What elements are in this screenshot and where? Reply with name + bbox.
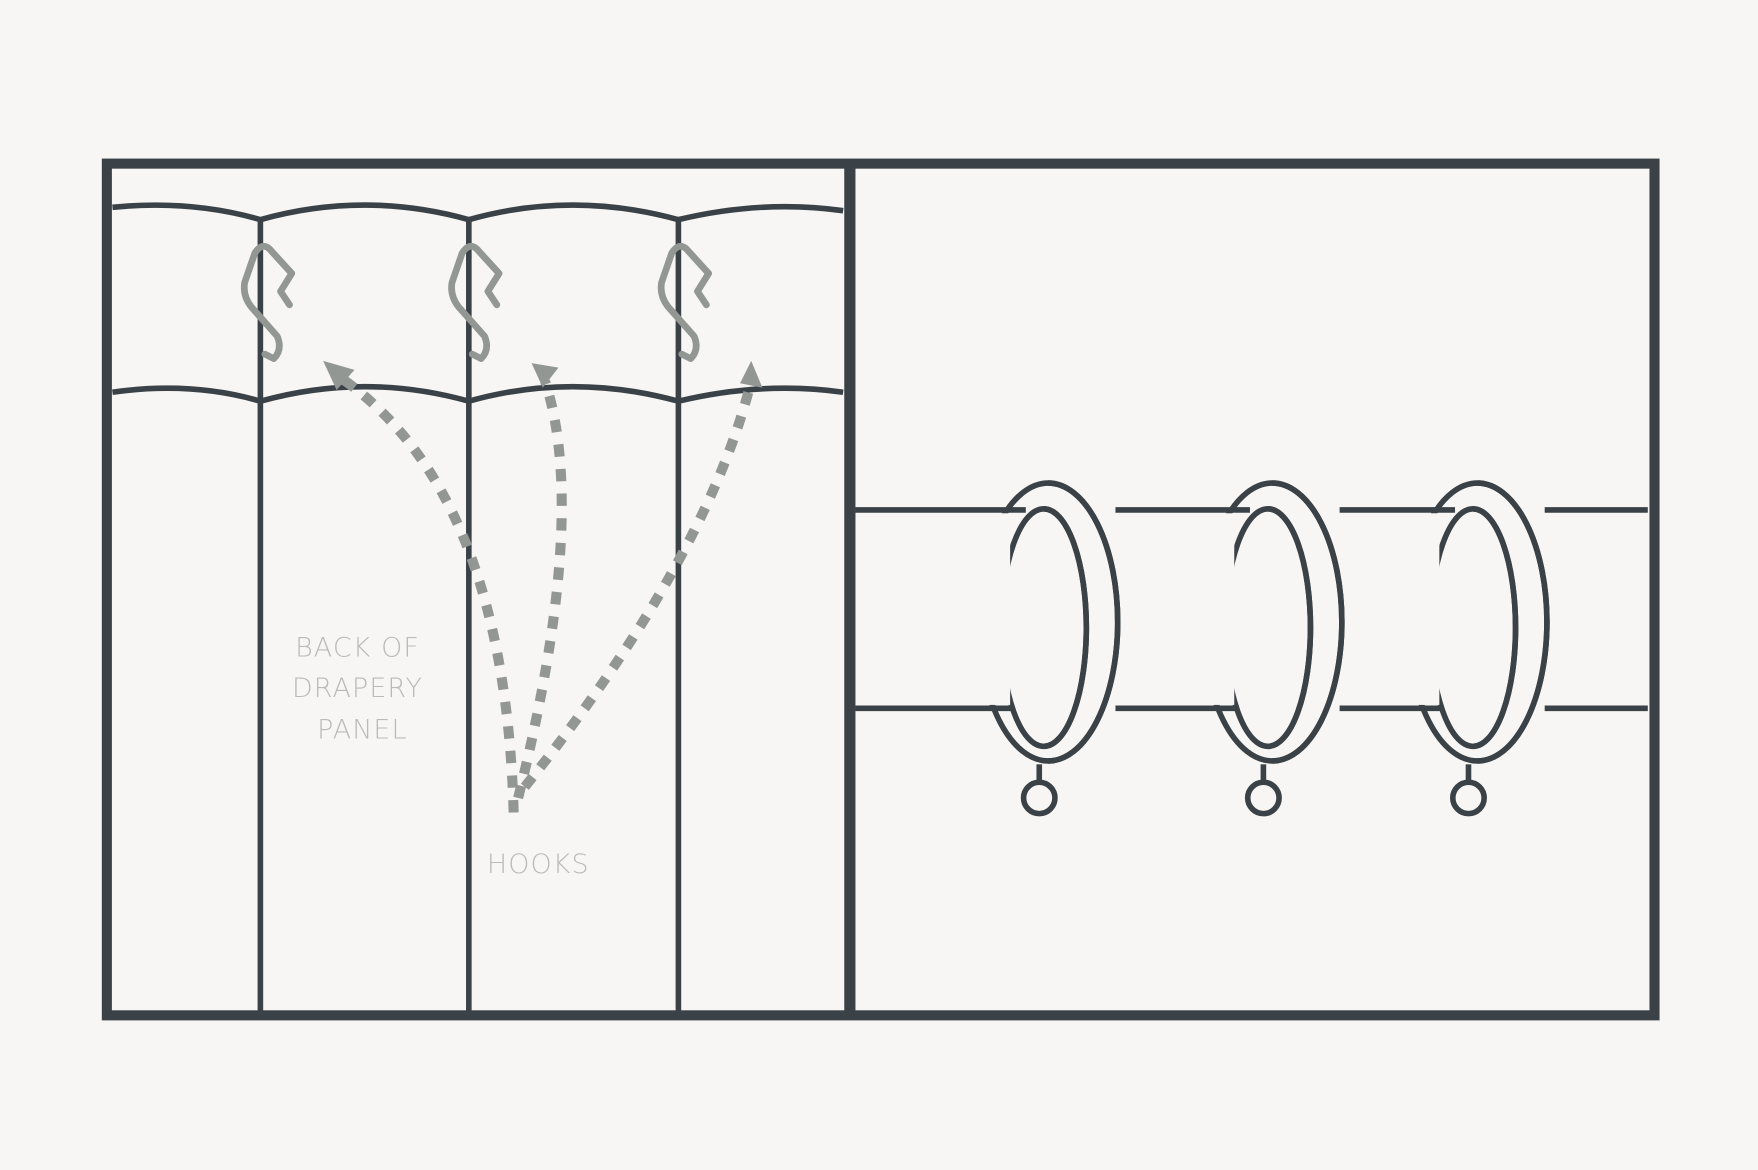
- panel-label-line: PANEL: [317, 715, 408, 746]
- hook-icon: [240, 242, 296, 362]
- panel-label-line: DRAPERY: [292, 673, 423, 704]
- drapery-panel-illustration: [112, 202, 844, 1011]
- curtain-ring-inner-front: [1267, 505, 1314, 750]
- svg-text:BACK OF DRAPERY PANEL: BACK OF DRAPERY PANEL: [292, 633, 433, 746]
- curtain-ring-inner-front: [1472, 505, 1519, 750]
- arrowhead-icon: [740, 360, 763, 388]
- ring-eyelet: [1020, 779, 1058, 817]
- panel-label-line: BACK OF: [295, 633, 420, 664]
- arrowhead-icon: [531, 363, 559, 388]
- curtain-ring-front: [1272, 480, 1345, 764]
- curtain-ring-front: [1048, 480, 1121, 764]
- curtain-ring-inner-front: [1043, 505, 1090, 750]
- arrowhead-icon: [323, 360, 355, 390]
- curtain-ring-front: [1477, 480, 1550, 764]
- hook-icon: [657, 242, 713, 362]
- drapery-hooks: [240, 242, 713, 362]
- rod-and-rings-illustration: [855, 480, 1648, 817]
- hook-icon: [448, 242, 503, 362]
- dotted-arrow-right: [520, 379, 757, 790]
- ring-eyelet: [1244, 779, 1282, 817]
- frame: [101, 158, 1660, 1021]
- ring-eyelet: [1449, 779, 1487, 817]
- hooks-label: HOOKS: [487, 849, 590, 880]
- dotted-arrow-middle: [513, 379, 567, 800]
- dotted-arrow-left: [339, 374, 519, 813]
- dotted-arrows: [339, 374, 757, 813]
